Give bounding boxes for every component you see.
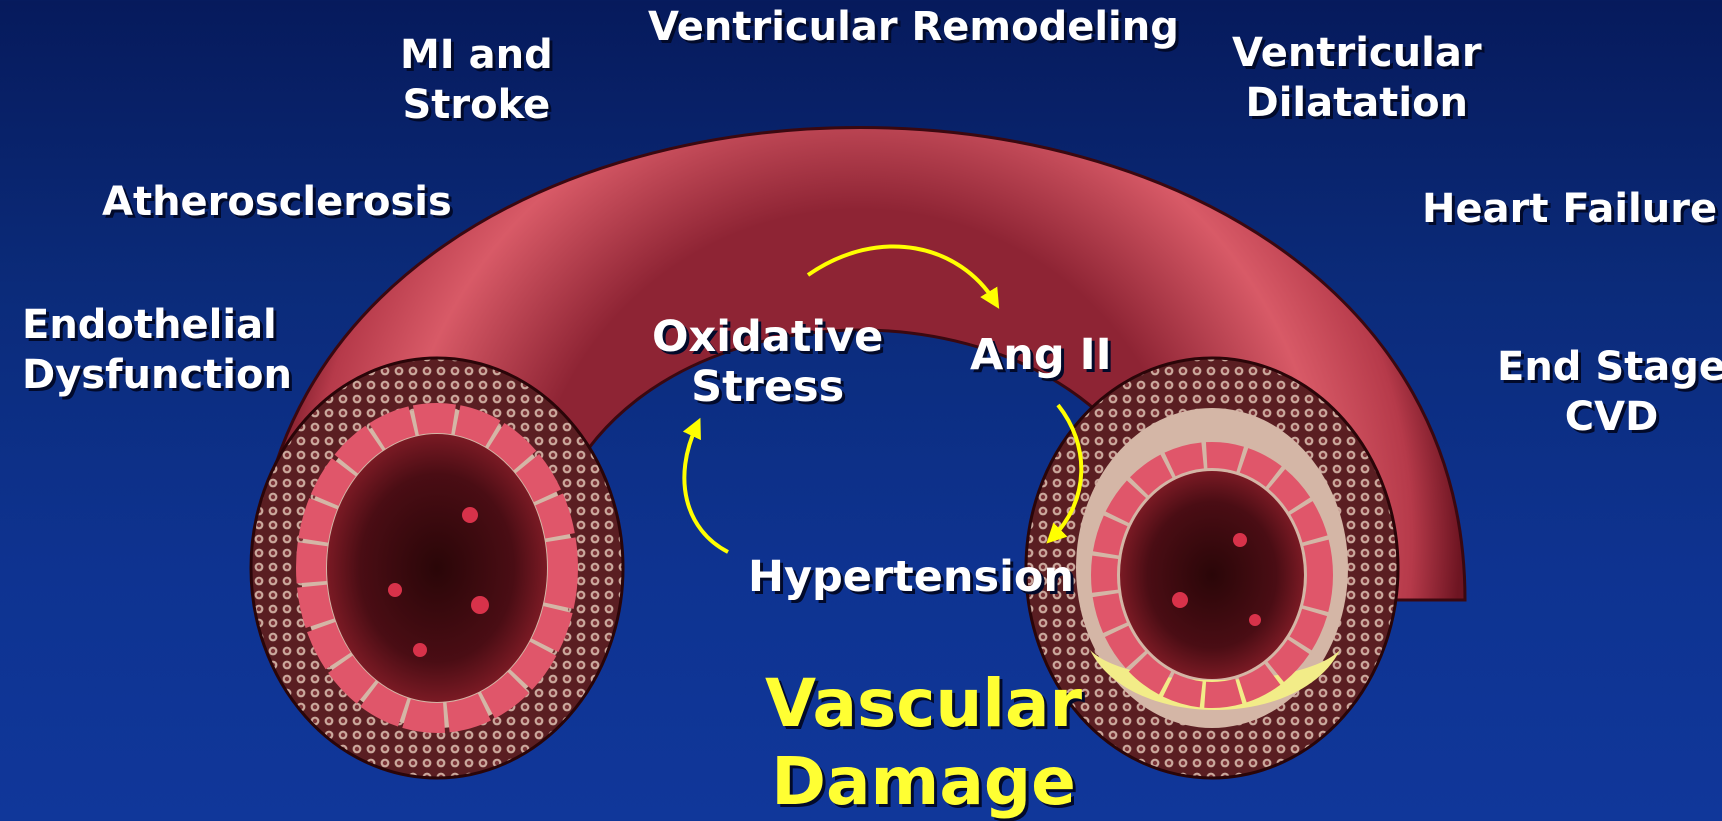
label-endothelial-dysfunction: Endothelial Dysfunction xyxy=(22,300,292,400)
cycle-arrow-hypertension-to-stress xyxy=(684,425,728,552)
label-hypertension: Hypertension xyxy=(748,552,1074,602)
label-ventricular-dilatation: Ventricular Dilatation xyxy=(1232,28,1482,128)
title-vascular-damage: Vascular Damage xyxy=(765,665,1082,821)
healthy-vessel-cross-section xyxy=(251,358,623,778)
label-ang-ii: Ang II xyxy=(970,330,1112,380)
label-atherosclerosis: Atherosclerosis xyxy=(102,177,452,227)
label-heart-failure: Heart Failure xyxy=(1422,184,1717,234)
label-end-stage-cvd: End Stage CVD xyxy=(1497,342,1722,442)
label-ventricular-remodeling: Ventricular Remodeling xyxy=(648,2,1179,52)
label-mi-and-stroke: MI and Stroke xyxy=(400,30,553,130)
label-oxidative-stress: Oxidative Stress xyxy=(652,312,883,412)
